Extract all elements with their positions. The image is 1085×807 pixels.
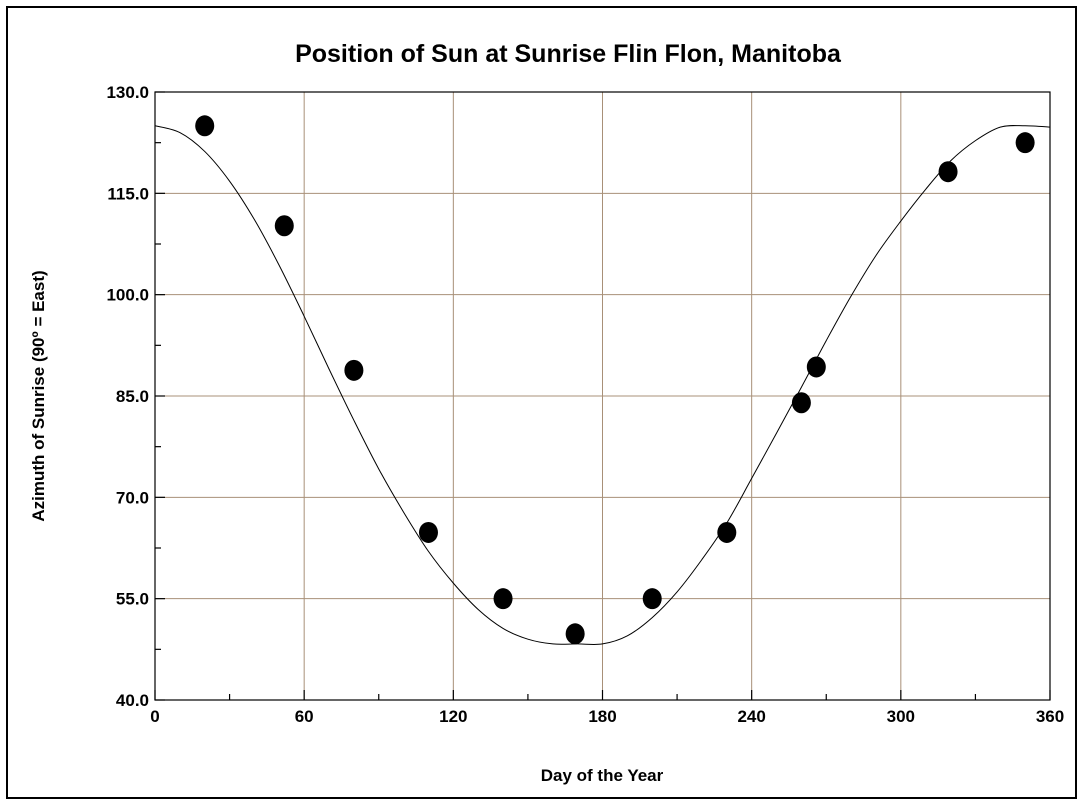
y-tick-label: 70.0 (116, 488, 149, 507)
data-point (642, 588, 662, 610)
y-tick-label: 115.0 (107, 184, 149, 203)
data-point (274, 215, 294, 237)
y-tick-label: 130.0 (106, 83, 149, 102)
y-tick-label: 55.0 (116, 590, 149, 609)
data-point (493, 588, 513, 610)
data-point (344, 359, 364, 381)
x-tick-label: 120 (439, 707, 467, 726)
grid-layer (155, 92, 1050, 700)
data-point (195, 115, 215, 137)
x-tick-label: 180 (588, 707, 616, 726)
chart-svg: Position of Sun at Sunrise Flin Flon, Ma… (29, 40, 1064, 785)
data-point (806, 356, 826, 378)
x-tick-label: 360 (1036, 707, 1064, 726)
data-point (418, 521, 438, 543)
tick-layer (154, 91, 1051, 701)
y-axis-label: Azimuth of Sunrise (90º = East) (29, 270, 48, 521)
x-tick-label: 60 (295, 707, 314, 726)
data-point (791, 392, 811, 414)
curve-layer (154, 125, 1051, 646)
x-tick-labels: 0 60 120 180 240 300 360 (150, 707, 1064, 726)
data-point (717, 521, 737, 543)
fit-curve (154, 125, 1051, 646)
x-tick-label: 240 (737, 707, 765, 726)
points-layer (195, 115, 1035, 645)
y-tick-label: 85.0 (116, 387, 149, 406)
y-tick-labels: 40.0 55.0 70.0 85.0 100.0 115.0 130.0 (106, 83, 149, 710)
x-axis-label: Day of the Year (541, 766, 664, 785)
chart-title: Position of Sun at Sunrise Flin Flon, Ma… (295, 40, 842, 68)
chart-frame: Position of Sun at Sunrise Flin Flon, Ma… (6, 6, 1077, 799)
data-point (1015, 132, 1035, 154)
x-tick-label: 0 (150, 707, 159, 726)
data-point (565, 623, 585, 645)
y-tick-label: 100.0 (106, 286, 149, 305)
x-tick-label: 300 (887, 707, 915, 726)
data-point (938, 161, 958, 183)
y-tick-label: 40.0 (116, 691, 149, 710)
